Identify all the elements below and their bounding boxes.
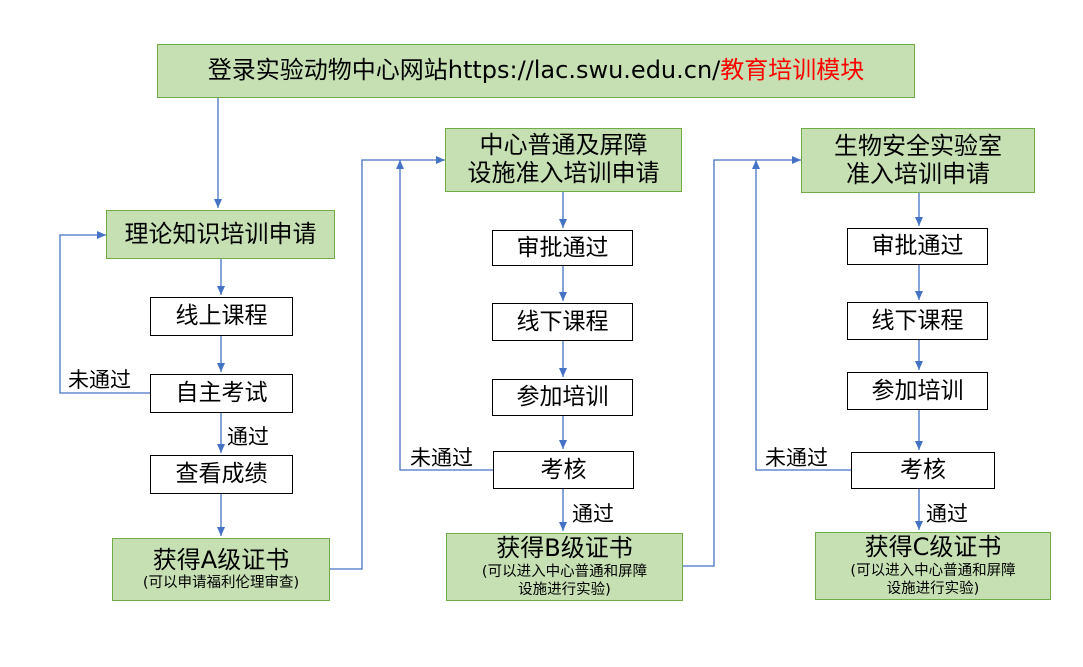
col2-offline-course-box: 线下课程: [492, 303, 633, 341]
self-exam-box: 自主考试: [150, 374, 293, 413]
cert-b-note-line2: 设施进行实验): [518, 581, 611, 598]
check-score-label: 查看成绩: [175, 461, 268, 488]
theory-training-apply-box: 理论知识培训申请: [106, 210, 335, 259]
col3-attend-label: 参加培训: [871, 377, 964, 404]
col3-assess-label: 考核: [900, 457, 946, 484]
arrow-exam-fail-loop: [59, 231, 150, 394]
cert-c-box: 获得C级证书 (可以进入中心普通和屏障 设施进行实验): [815, 532, 1051, 600]
arrow-certa-to-col2: [330, 156, 445, 570]
col1-fail-label: 未通过: [68, 368, 131, 392]
facility-apply-line1: 中心普通及屏障: [479, 131, 648, 160]
cert-a-note: (可以申请福利伦理审查): [142, 575, 300, 592]
col3-attend-box: 参加培训: [847, 372, 988, 410]
facility-apply-line2: 设施准入培训申请: [467, 159, 660, 187]
arrow-certb-to-col3: [683, 156, 801, 567]
biosafety-apply-line1: 生物安全实验室: [834, 131, 1002, 160]
col2-fail-label: 未通过: [410, 446, 473, 470]
col3-offline-course-label: 线下课程: [871, 307, 964, 334]
col3-pass-label: 通过: [926, 502, 968, 526]
biosafety-apply-line2: 准入培训申请: [846, 159, 990, 188]
col2-offline-course-label: 线下课程: [516, 308, 609, 335]
col2-assess-label: 考核: [540, 456, 587, 483]
header-box: 登录实验动物中心网站https://lac.swu.edu.cn/教育培训模块: [157, 44, 915, 98]
col2-approved-box: 审批通过: [492, 230, 633, 266]
facility-training-apply-box: 中心普通及屏障 设施准入培训申请: [445, 128, 682, 192]
col3-assess-box: 考核: [851, 452, 995, 489]
header-highlight: 教育培训模块: [720, 56, 865, 85]
col2-pass-label: 通过: [572, 502, 614, 526]
cert-c-title: 获得C级证书: [864, 533, 1002, 562]
col1-pass-label: 通过: [227, 425, 269, 449]
cert-b-title: 获得B级证书: [496, 534, 633, 563]
cert-c-note-line1: (可以进入中心普通和屏障: [850, 562, 1016, 579]
biosafety-training-apply-box: 生物安全实验室 准入培训申请: [801, 128, 1035, 193]
col3-fail-label: 未通过: [765, 446, 828, 470]
cert-b-box: 获得B级证书 (可以进入中心普通和屏障 设施进行实验): [446, 533, 683, 601]
cert-a-box: 获得A级证书 (可以申请福利伦理审查): [112, 538, 330, 601]
cert-b-note-line1: (可以进入中心普通和屏障: [481, 563, 648, 580]
cert-c-note-line2: 设施进行实验): [886, 580, 980, 597]
header-prefix: 登录实验动物中心网站https://lac.swu.edu.cn/: [207, 56, 721, 85]
online-course-box: 线上课程: [150, 297, 293, 336]
col2-attend-label: 参加培训: [516, 384, 609, 411]
col2-attend-box: 参加培训: [492, 379, 633, 416]
col3-approved-box: 审批通过: [847, 228, 988, 265]
check-score-box: 查看成绩: [150, 455, 293, 494]
arrow-col2-fail-loop: [396, 160, 493, 471]
col3-approved-label: 审批通过: [871, 233, 964, 260]
col3-offline-course-box: 线下课程: [847, 302, 988, 340]
theory-training-apply-label: 理论知识培训申请: [124, 219, 317, 248]
arrow-col3-fail-loop: [752, 160, 851, 471]
online-course-label: 线上课程: [175, 303, 268, 330]
self-exam-label: 自主考试: [175, 380, 268, 407]
col2-assess-box: 考核: [493, 451, 634, 489]
cert-a-title: 获得A级证书: [152, 545, 290, 574]
col2-approved-label: 审批通过: [516, 234, 609, 261]
